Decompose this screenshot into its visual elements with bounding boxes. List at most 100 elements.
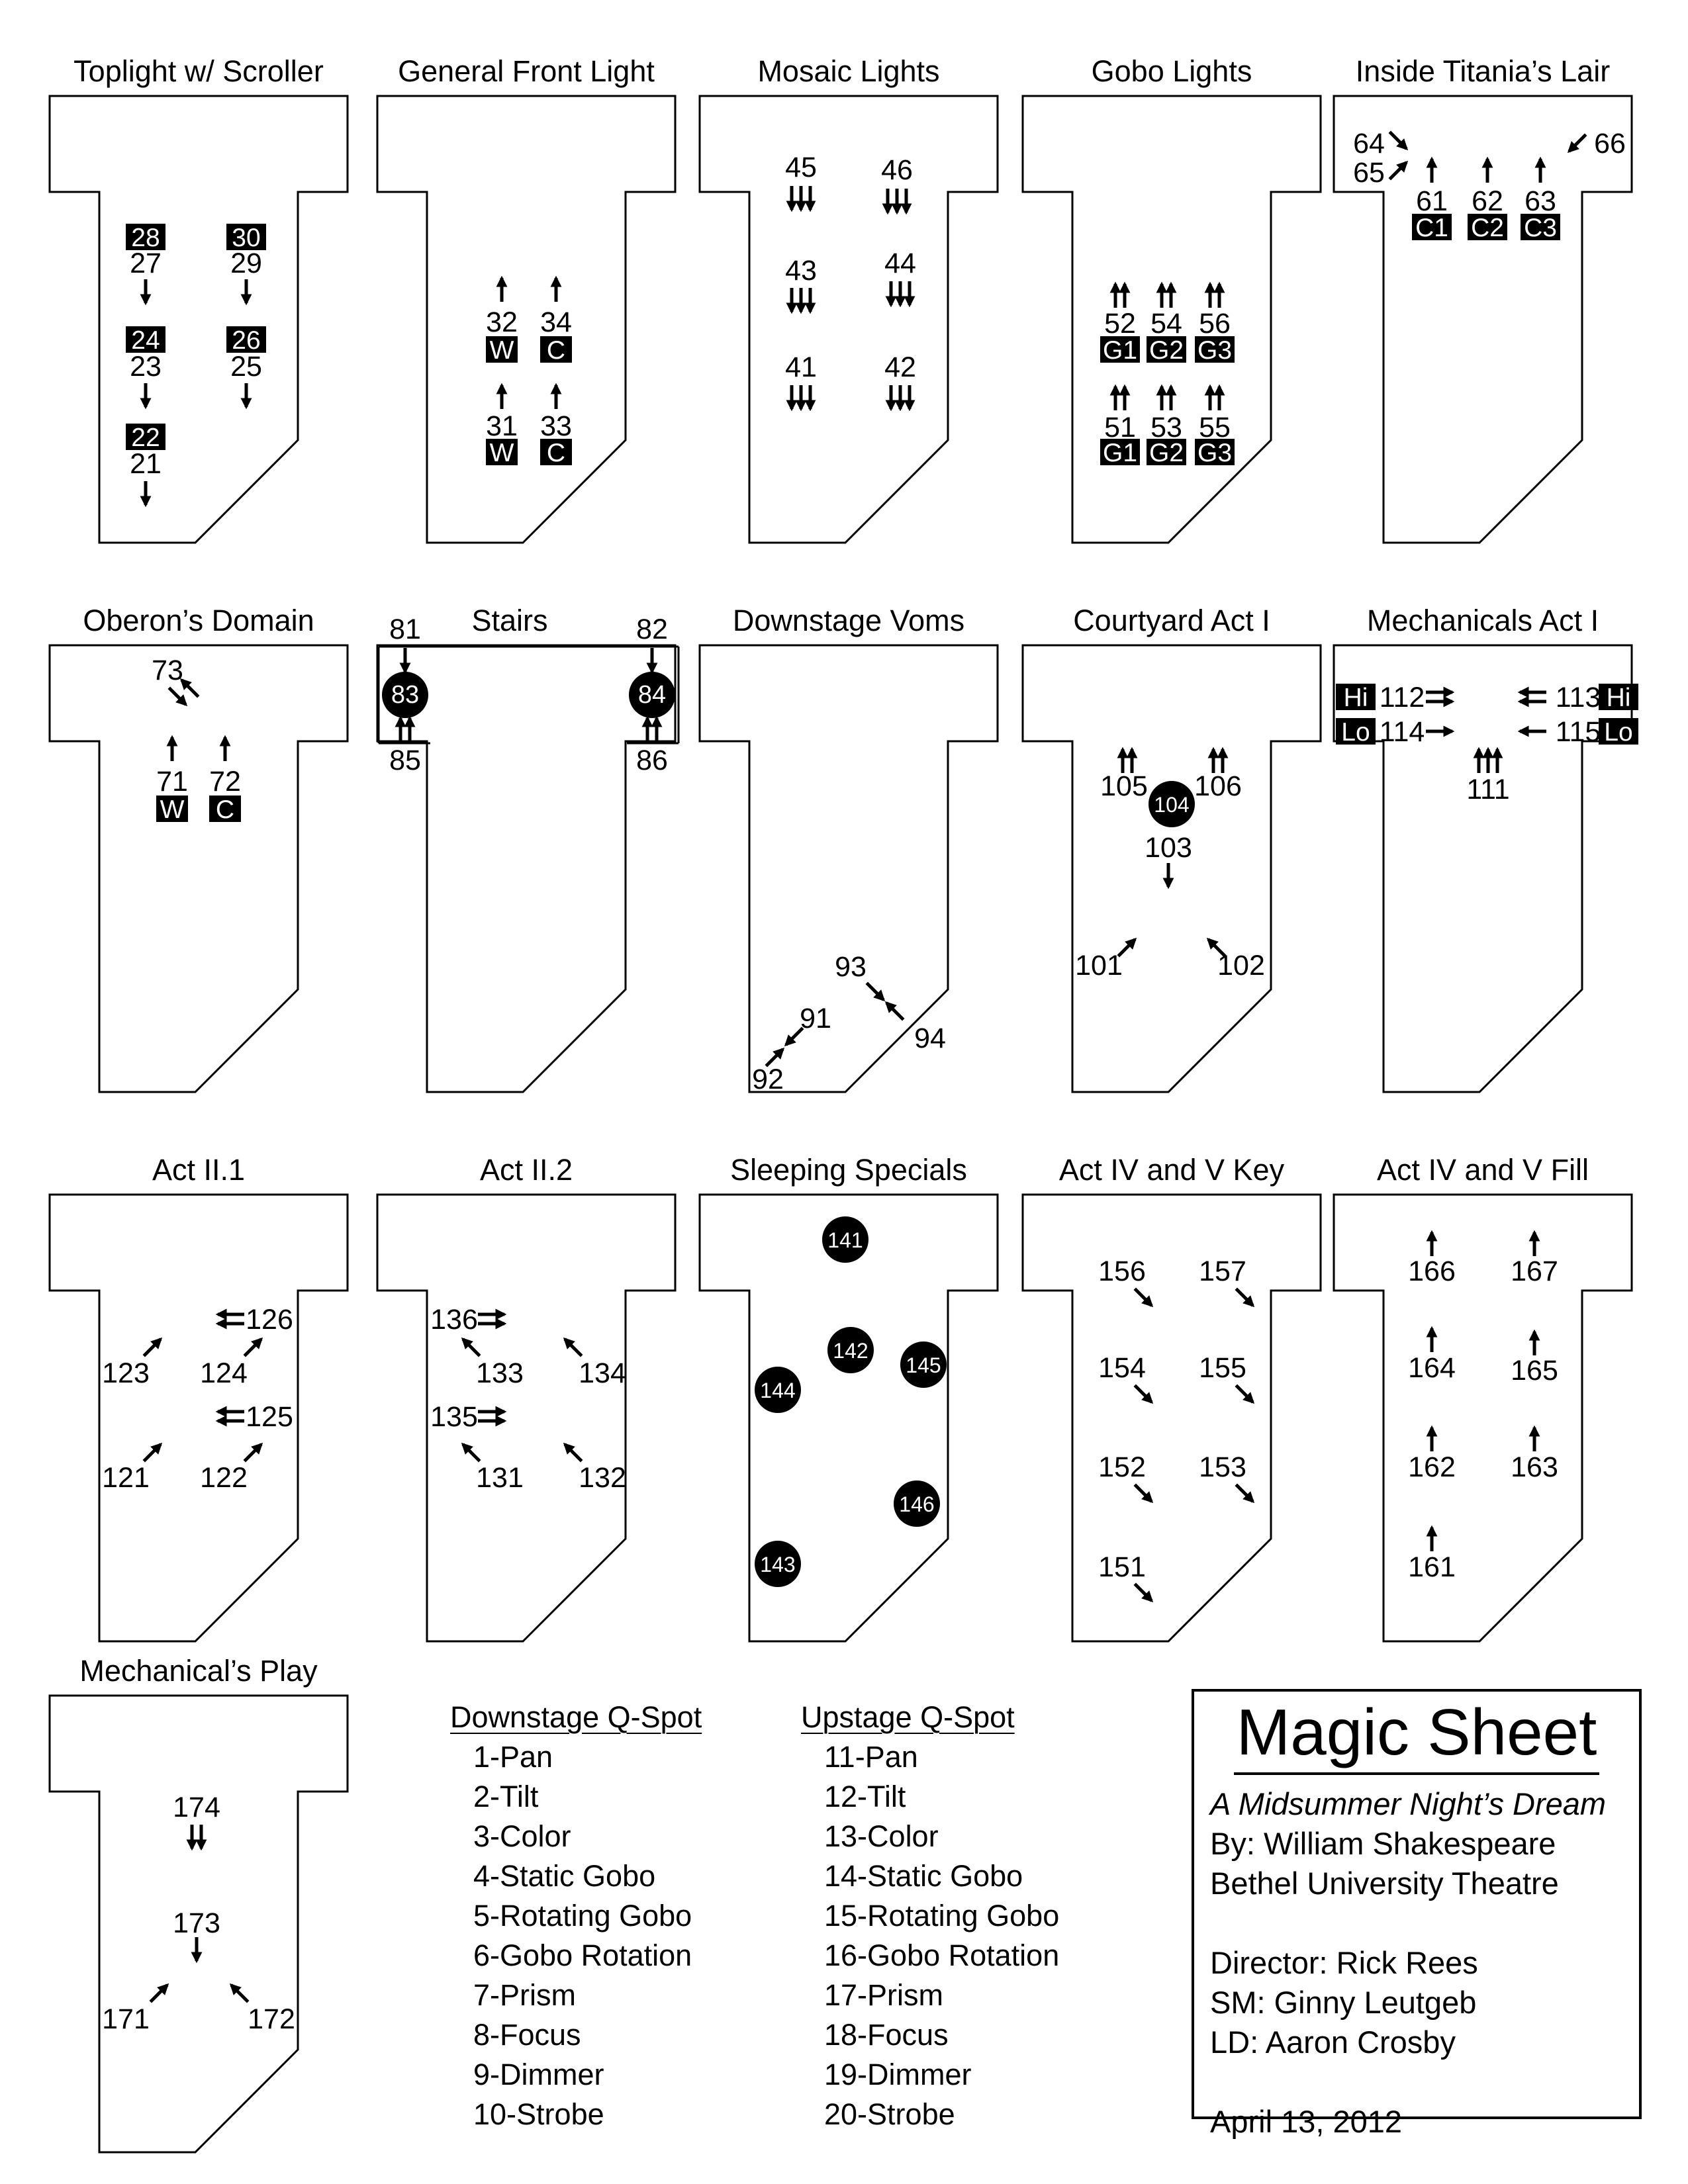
tag-background (1412, 214, 1452, 240)
legend-item: 18-Focus (824, 2018, 949, 2052)
legend-item: 8-Focus (473, 2018, 581, 2052)
channel-number: 103 (1145, 832, 1192, 864)
arrow-dd-icon (186, 1825, 207, 1851)
arrow-ur-icon (149, 1983, 169, 2003)
panel-title: Mechanicals Act I (1367, 604, 1599, 637)
channel-tag: W (156, 796, 188, 824)
channel-number: 162 (1408, 1451, 1456, 1483)
arrow-ur-icon (142, 1442, 163, 1463)
legend-item: 1-Pan (473, 1740, 553, 1774)
channel-tag: C (540, 439, 572, 467)
arrow-ddd-icon (786, 288, 816, 314)
channel-number: 136 (430, 1304, 478, 1336)
channel-number: 161 (1408, 1551, 1456, 1583)
tag-label: C (547, 439, 565, 467)
channel-number: 135 (430, 1401, 478, 1433)
legend-item: 9-Dimmer (473, 2058, 604, 2091)
channel-number: 33 (540, 410, 572, 442)
channel-number: 52 (1104, 308, 1136, 340)
tag-label: W (490, 336, 514, 365)
arrow-ddd-icon (882, 189, 912, 215)
channel-tag: C (209, 796, 241, 824)
panel-title: Oberon’s Domain (83, 604, 314, 637)
arrow-ddd-icon (786, 186, 816, 212)
channel-number: 174 (173, 1792, 220, 1823)
tag-label: W (160, 796, 185, 824)
channel-number: 82 (636, 614, 668, 645)
special-circle: 104 (1149, 781, 1195, 827)
channel-number: 121 (102, 1462, 150, 1494)
circle-background (894, 1480, 940, 1527)
channel-number: 164 (1408, 1352, 1456, 1384)
arrow-uu-icon (1207, 747, 1229, 773)
tag-background (226, 224, 266, 250)
tag-label: C1 (1415, 214, 1448, 242)
tag-background (1599, 684, 1638, 710)
channel-number: 21 (130, 448, 162, 480)
circle-label: 146 (899, 1492, 934, 1516)
tag-label: 26 (232, 326, 260, 355)
channel-number: 56 (1199, 308, 1231, 340)
tag-label: Hi (1344, 684, 1368, 712)
tag-label: W (490, 439, 514, 467)
channel-number: 73 (152, 655, 183, 686)
panel-oberon-s-domain: Oberon’s Domain 73 71W 72C (48, 604, 349, 1093)
channel-number: 72 (209, 766, 241, 797)
channel-number: 31 (486, 410, 518, 442)
channel-number: 125 (246, 1401, 293, 1433)
tag-label: C2 (1471, 214, 1504, 242)
circle-background (382, 672, 428, 718)
arrow-uu-icon (395, 715, 416, 742)
arrow-uu-icon (1117, 747, 1138, 773)
panel-title: Courtyard Act I (1073, 604, 1270, 637)
panel-title: Act IV and V Key (1059, 1153, 1285, 1187)
channel-number: 41 (785, 351, 817, 383)
title-block: Magic Sheet A Midsummer Night’s Dream By… (1192, 1689, 1642, 2139)
tag-label: G3 (1197, 336, 1232, 365)
legend-item: 3-Color (473, 1819, 571, 1853)
channel-number: 54 (1150, 308, 1182, 340)
stage-outline (376, 1193, 677, 1643)
channel-tag: G3 (1195, 439, 1235, 467)
tag-background (1195, 336, 1235, 363)
channel-number: 71 (156, 766, 188, 797)
channel-number: 131 (476, 1462, 524, 1494)
tag-background (1100, 336, 1140, 363)
arrow-ul-icon (884, 1001, 905, 1021)
legend-item: 4-Static Gobo (473, 1859, 656, 1893)
panel-title: Sleeping Specials (730, 1153, 967, 1187)
channel-number: 23 (130, 351, 162, 383)
stage-outline (698, 1193, 999, 1643)
tag-background (126, 224, 165, 250)
stage-outline (376, 95, 677, 544)
arrow-ll-icon (215, 1308, 244, 1330)
legend-item: 16-Gobo Rotation (824, 1938, 1060, 1972)
circle-background (822, 1216, 868, 1263)
tag-label: 24 (131, 326, 160, 355)
channel-number: 25 (230, 351, 262, 383)
channel-number: 66 (1594, 128, 1626, 159)
stage-outline (48, 1193, 349, 1643)
circle-background (900, 1342, 947, 1388)
arrow-dr-icon (1235, 1384, 1255, 1404)
channel-number: 106 (1194, 770, 1242, 802)
arrow-ur-icon (142, 1337, 163, 1357)
arrow-ll-icon (215, 1406, 244, 1427)
channel-number: 29 (230, 248, 262, 279)
arrow-uuu-icon (1473, 747, 1503, 773)
panel-title: Act II.1 (152, 1153, 245, 1187)
arrow-ddd-icon (885, 281, 915, 308)
arrow-uu-icon (1109, 281, 1131, 308)
channel-tag: W (486, 336, 518, 365)
stage-outline (1021, 1193, 1322, 1643)
downstage-qspot-legend: Downstage Q-Spot 1-Pan 2-Tilt 3-Color 4-… (450, 1698, 702, 2134)
stage-outline (48, 1694, 349, 2154)
circle-label: 84 (638, 681, 666, 709)
arrow-ur-icon (243, 1442, 263, 1463)
special-circle: 146 (894, 1480, 940, 1527)
